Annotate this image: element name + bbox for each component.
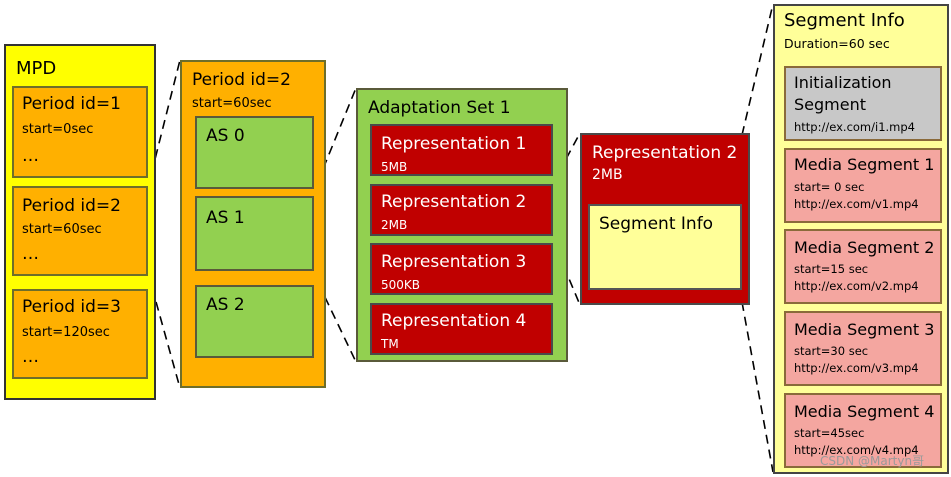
segment-info-ref-box: Segment Info xyxy=(588,204,742,290)
media-segment-url: http://ex.com/v3.mp4 xyxy=(794,361,919,375)
representation-item-1: Representation 1 5MB xyxy=(370,124,553,176)
representation-name: Representation 2 xyxy=(381,192,527,212)
period-ellipsis: … xyxy=(22,146,39,166)
segment-info-title: Segment Info xyxy=(784,10,905,31)
period-start: start=60sec xyxy=(22,222,102,237)
initialization-segment: Initialization Segment http://ex.com/i1.… xyxy=(784,66,942,141)
init-segment-url: http://ex.com/i1.mp4 xyxy=(794,120,915,134)
media-segment-url: http://ex.com/v4.mp4 xyxy=(794,443,919,457)
representation-bitrate: TM xyxy=(381,337,399,351)
media-segment-name: Media Segment 3 xyxy=(794,320,935,339)
adaptation-set-label: AS 0 xyxy=(206,126,245,146)
media-segment-url: http://ex.com/v2.mp4 xyxy=(794,279,919,293)
representation-item-2: Representation 2 2MB xyxy=(370,184,553,236)
representation-item-4: Representation 4 TM xyxy=(370,303,553,355)
representation-detail-title: Representation 2 xyxy=(592,143,738,163)
representation-name: Representation 4 xyxy=(381,311,527,331)
watermark: CSDN @Martyn哥 xyxy=(820,454,925,468)
init-segment-line1: Initialization xyxy=(794,73,892,92)
period-item-1: Period id=1 start=0sec … xyxy=(12,86,148,178)
period-detail-title: Period id=2 xyxy=(192,70,291,90)
media-segment-3: Media Segment 3 start=30 sec http://ex.c… xyxy=(784,311,942,386)
period-label: Period id=3 xyxy=(22,297,121,317)
representation-bitrate: 2MB xyxy=(381,218,408,232)
media-segment-4: Media Segment 4 start=45sec http://ex.co… xyxy=(784,393,942,468)
init-segment-line2: Segment xyxy=(794,95,866,114)
media-segment-name: Media Segment 2 xyxy=(794,238,935,257)
media-segment-start: start=30 sec xyxy=(794,344,869,358)
period-label: Period id=1 xyxy=(22,94,121,114)
connector-seg-top xyxy=(741,3,774,136)
media-segment-name: Media Segment 1 xyxy=(794,155,935,174)
period-start: start=120sec xyxy=(22,325,110,340)
representation-detail-bitrate: 2MB xyxy=(592,167,623,183)
adaptation-set-label: AS 1 xyxy=(206,208,245,228)
media-segment-1: Media Segment 1 start= 0 sec http://ex.c… xyxy=(784,148,942,223)
period-item-3: Period id=3 start=120sec … xyxy=(12,289,148,379)
media-segment-start: start=45sec xyxy=(794,426,865,440)
representation-bitrate: 500KB xyxy=(381,278,421,292)
media-segment-start: start= 0 sec xyxy=(794,180,865,194)
adaptation-set-item-1: AS 1 xyxy=(195,196,314,271)
period-start: start=0sec xyxy=(22,122,94,137)
adaptation-set-item-2: AS 2 xyxy=(195,285,314,358)
segment-info-ref-label: Segment Info xyxy=(599,214,714,234)
connector-rep-top xyxy=(551,132,581,186)
period-label: Period id=2 xyxy=(22,196,121,216)
representation-name: Representation 3 xyxy=(381,252,527,272)
period-item-2: Period id=2 start=60sec … xyxy=(12,186,148,276)
media-segment-url: http://ex.com/v1.mp4 xyxy=(794,197,919,211)
period-detail-start: start=60sec xyxy=(192,96,272,111)
media-segment-name: Media Segment 4 xyxy=(794,402,935,421)
adaptation-set-detail-title: Adaptation Set 1 xyxy=(368,98,511,118)
mpd-title: MPD xyxy=(16,58,57,79)
media-segment-2: Media Segment 2 start=15 sec http://ex.c… xyxy=(784,229,942,304)
representation-name: Representation 1 xyxy=(381,134,527,154)
media-segment-start: start=15 sec xyxy=(794,262,869,276)
period-ellipsis: … xyxy=(22,244,39,264)
connector-seg-bottom xyxy=(741,301,774,473)
representation-item-3: Representation 3 500KB xyxy=(370,243,553,295)
adaptation-set-item-0: AS 0 xyxy=(195,116,314,189)
representation-bitrate: 5MB xyxy=(381,160,408,174)
adaptation-set-label: AS 2 xyxy=(206,295,245,315)
segment-info-duration: Duration=60 sec xyxy=(784,36,890,51)
period-ellipsis: … xyxy=(22,347,39,367)
